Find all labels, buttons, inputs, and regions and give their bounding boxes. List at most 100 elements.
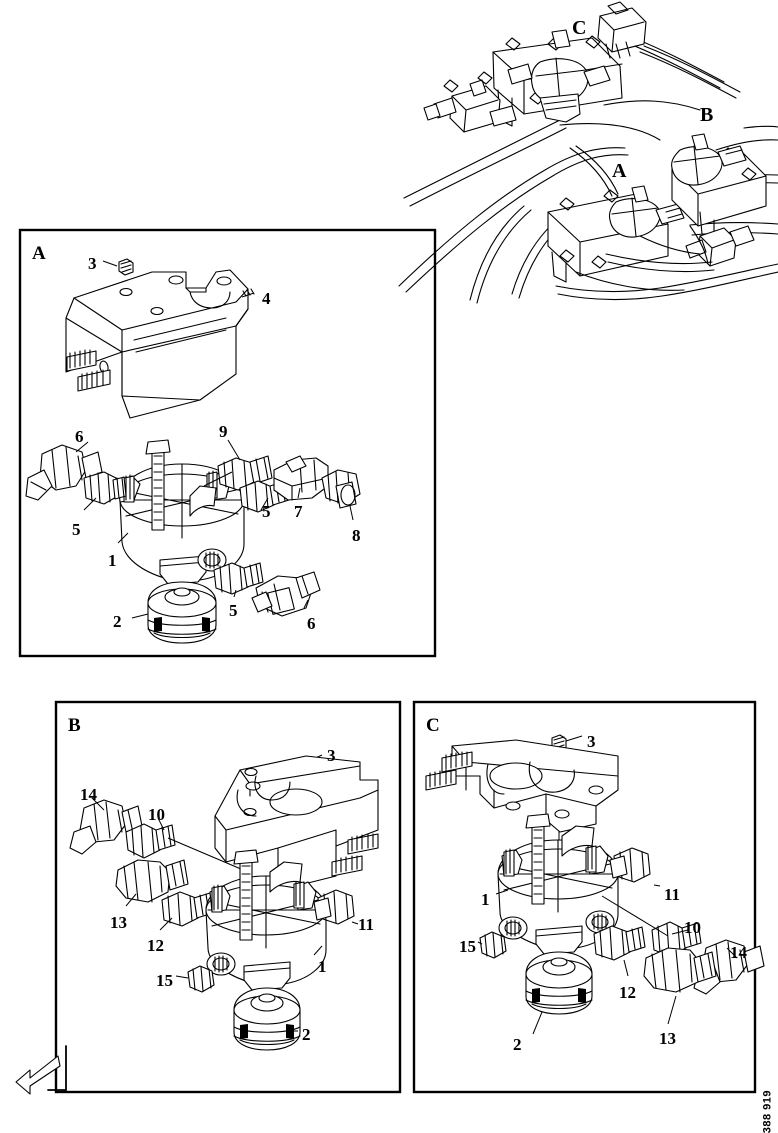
- part-11-connector-b: [313, 889, 355, 925]
- callout-c-15: 15: [459, 937, 476, 956]
- callout-c-14: 14: [730, 943, 747, 962]
- leader-9: [227, 439, 241, 461]
- callout-b-14: 14: [80, 785, 97, 804]
- callout-c-2: 2: [513, 1035, 522, 1054]
- callout-b-11: 11: [358, 915, 375, 934]
- leader-5-mid-a: [260, 497, 269, 511]
- leader-10-c-long: [601, 895, 669, 937]
- overview-module-a: [547, 185, 685, 283]
- part-1-valve-body-c: [497, 813, 619, 955]
- overview-illustration: [398, 1, 778, 304]
- overview-valve-cluster-lower: [685, 225, 755, 267]
- panel-c-artwork: [412, 700, 765, 1094]
- panel-letter-a: A: [32, 243, 46, 264]
- leader-6-bottom-a: [303, 599, 309, 609]
- overview-connector-block: [597, 1, 647, 59]
- leader-11-b: [351, 921, 359, 925]
- leader-12-b: [159, 917, 173, 931]
- part-6-elbow-left-a: [25, 444, 103, 501]
- leader-1-c: [495, 889, 509, 895]
- overview-module-c: [492, 29, 623, 127]
- part-2-filter-b: [233, 987, 301, 1051]
- leader-13-c: [667, 995, 677, 1025]
- leader-3-c: [565, 735, 583, 742]
- callout-a-5b: 5: [262, 502, 271, 521]
- callout-b-1: 1: [318, 957, 327, 976]
- leader-5-bottom-a: [233, 589, 237, 598]
- leader-10-b-long: [167, 837, 249, 873]
- panel-letter-b: B: [68, 715, 81, 736]
- part-4-bracket: [65, 269, 249, 419]
- part-1-valve-body-a: [117, 439, 245, 585]
- leader-11-c: [653, 884, 661, 887]
- part-5-mid-a: [239, 480, 290, 513]
- panel-b-artwork: [54, 700, 402, 1094]
- part-10-connector-c: [651, 921, 702, 957]
- callout-b-12: 12: [147, 936, 164, 955]
- leader-1-a: [117, 532, 129, 544]
- leader-3-a: [102, 260, 118, 267]
- technical-parts-diagram: .s { fill:none; stroke:#000; stroke-widt…: [15, 1, 778, 1133]
- leader-4: [241, 292, 255, 298]
- part-12-connector-c: [593, 925, 646, 961]
- part-7-block-a: [273, 455, 329, 501]
- part-15-nut-b: [187, 965, 215, 993]
- callout-b-13: 13: [110, 913, 127, 932]
- overview-letter-b: B: [700, 104, 714, 126]
- leader-1-b: [313, 945, 323, 956]
- figure-code: 388 919: [761, 1090, 773, 1133]
- leader-5-left-a: [83, 497, 97, 511]
- callout-c-12: 12: [619, 983, 636, 1002]
- callout-c-11: 11: [664, 885, 681, 904]
- part-1-valve-body-b: [205, 849, 327, 991]
- leader-8: [349, 505, 354, 521]
- callout-b-15: 15: [156, 971, 173, 990]
- callout-b-2: 2: [302, 1025, 311, 1044]
- callout-c-13: 13: [659, 1029, 676, 1048]
- callout-c-1: 1: [481, 890, 490, 909]
- part-13-sleeve-c: [643, 947, 717, 993]
- part-2-filter-c: [525, 951, 593, 1015]
- callout-a-6b: 6: [307, 614, 316, 633]
- leader-9-b: [203, 471, 233, 487]
- leader-7: [297, 487, 301, 499]
- leader-15-c: [477, 941, 483, 945]
- callout-a-8: 8: [352, 526, 361, 545]
- panel-letter-c: C: [426, 715, 440, 736]
- part-14-elbow-b: [69, 799, 143, 855]
- overview-letter-c: C: [572, 17, 587, 39]
- leader-2-c: [532, 1011, 543, 1035]
- callout-a-9: 9: [219, 422, 228, 441]
- leader-15-b: [175, 975, 189, 979]
- figure-code-container: 388 919: [758, 1034, 776, 1133]
- callout-a-1: 1: [108, 551, 117, 570]
- callout-c-10: 10: [684, 918, 701, 937]
- callout-b-10: 10: [148, 805, 165, 824]
- leader-10-b: [157, 817, 165, 831]
- callout-a-4: 4: [262, 289, 271, 308]
- callout-c-3: 3: [587, 732, 596, 751]
- panel-a-artwork: [18, 228, 437, 658]
- direction-arrow: [15, 1045, 67, 1095]
- callout-a-2: 2: [113, 612, 122, 631]
- leader-2-a: [131, 613, 149, 619]
- overview-module-b: [671, 133, 767, 241]
- part-13-sleeve-b: [115, 859, 189, 903]
- leader-13-b: [125, 893, 137, 907]
- part-15-nut-c: [479, 931, 507, 959]
- callout-a-5a: 5: [72, 520, 81, 539]
- part-plate-c: [425, 739, 619, 833]
- part-3-nut-a: [118, 258, 134, 276]
- part-8-sleeve-a: [321, 469, 361, 509]
- callout-a-5c: 5: [229, 601, 238, 620]
- leader-12-c: [623, 959, 629, 977]
- leader-6-left-a: [75, 441, 89, 453]
- overview-letter-a: A: [612, 160, 627, 182]
- callout-a-7: 7: [294, 502, 303, 521]
- part-6-elbow-bottom-a: [251, 571, 321, 617]
- part-5-bottom-a: [213, 562, 264, 595]
- callout-a-3: 3: [88, 254, 97, 273]
- line-art-layer: .s { fill:none; stroke:#000; stroke-widt…: [15, 1, 778, 1095]
- callout-a-6a: 6: [75, 427, 84, 446]
- part-11-connector-c: [609, 847, 651, 883]
